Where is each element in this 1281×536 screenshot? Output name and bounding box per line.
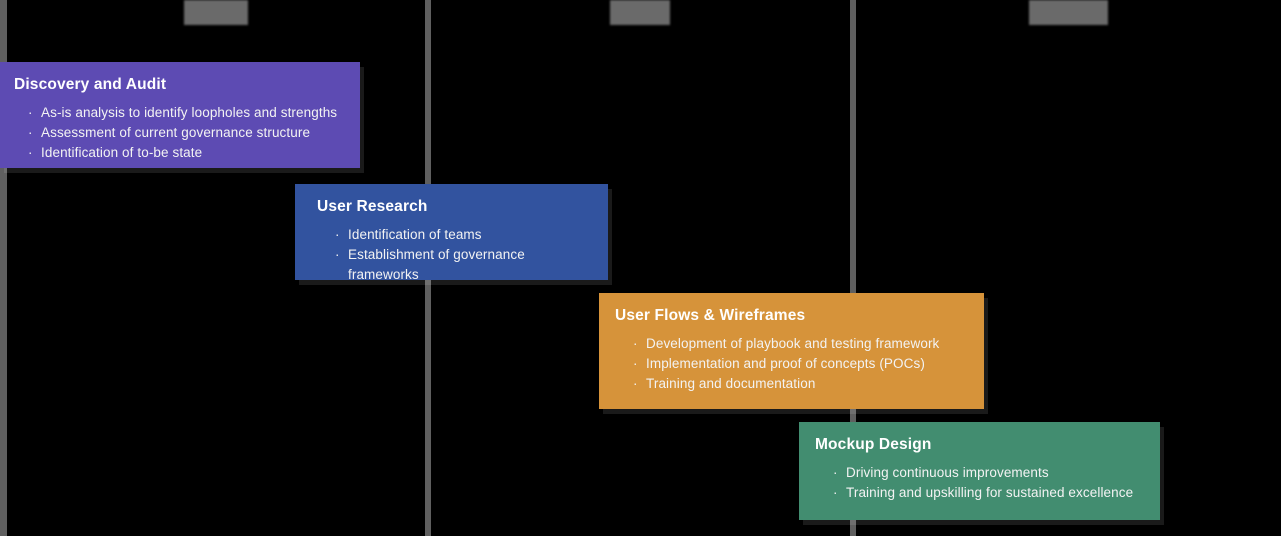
card-title: User Research — [317, 198, 428, 215]
card-title: Discovery and Audit — [14, 76, 167, 93]
list-item: · Assessment of current governance struct… — [28, 123, 342, 143]
list-item: · Identification of to-be state — [28, 143, 342, 163]
list-item: · Establishment of governance frameworks — [335, 245, 590, 286]
list-item: · As-is analysis to identify loopholes an… — [28, 103, 342, 123]
card-bullet-list: · As-is analysis to identify loopholes an… — [14, 103, 342, 164]
list-item-text: Training and upskilling for sustained ex… — [846, 484, 1134, 500]
list-item: · Implementation and proof of concepts (P… — [633, 354, 966, 374]
bullet-icon: · — [28, 104, 33, 120]
list-item: · Identification of teams — [335, 225, 590, 245]
phase-header-label-2 — [610, 0, 670, 25]
list-item-text: Assessment of current governance structu… — [41, 124, 311, 140]
milestone-card-discovery-and-audit[interactable]: Discovery and Audit · As-is analysis to i… — [0, 62, 360, 168]
timeline-divider-2 — [850, 0, 856, 536]
bullet-icon: · — [833, 484, 838, 500]
bullet-icon: · — [335, 226, 340, 242]
bullet-icon: · — [633, 335, 638, 351]
bullet-icon: · — [833, 464, 838, 480]
card-title: Mockup Design — [815, 436, 932, 453]
list-item-text: Training and documentation — [646, 376, 816, 392]
bullet-icon: · — [633, 355, 638, 371]
list-item-text: Implementation and proof of concepts (PO… — [646, 355, 925, 371]
list-item-text: Identification of teams — [348, 226, 482, 242]
phase-header-label-1 — [184, 0, 248, 25]
timeline-left-edge-rule — [0, 0, 7, 536]
list-item-text: As-is analysis to identify loopholes and… — [41, 104, 338, 120]
list-item: · Development of playbook and testing fra… — [633, 334, 966, 354]
list-item-text: Development of playbook and testing fram… — [646, 335, 940, 351]
list-item: · Training and documentation — [633, 374, 966, 394]
milestone-card-mockup-design[interactable]: Mockup Design · Driving continuous improv… — [799, 422, 1160, 520]
list-item-text: Identification of to-be state — [41, 145, 203, 161]
milestone-card-user-research[interactable]: User Research · Identification of teams ·… — [295, 184, 608, 282]
card-bullet-list: · Driving continuous improvements · Traini… — [815, 463, 1142, 504]
phase-header-label-3 — [1029, 0, 1108, 25]
list-item-text: Driving continuous improvements — [846, 464, 1049, 480]
list-item-text: Establishment of governance frameworks — [348, 246, 525, 283]
bullet-icon: · — [28, 124, 33, 140]
bullet-icon: · — [335, 246, 340, 262]
bullet-icon: · — [633, 376, 638, 392]
list-item: · Driving continuous improvements — [833, 463, 1142, 483]
card-bullet-list: · Identification of teams · Establishment … — [317, 225, 590, 286]
milestone-card-user-flows-and-wireframes[interactable]: User Flows & Wireframes · Development of … — [599, 293, 984, 409]
card-title: User Flows & Wireframes — [615, 307, 806, 324]
card-bullet-list: · Development of playbook and testing fra… — [615, 334, 966, 395]
list-item: · Training and upskilling for sustained e… — [833, 483, 1142, 503]
bullet-icon: · — [28, 145, 33, 161]
